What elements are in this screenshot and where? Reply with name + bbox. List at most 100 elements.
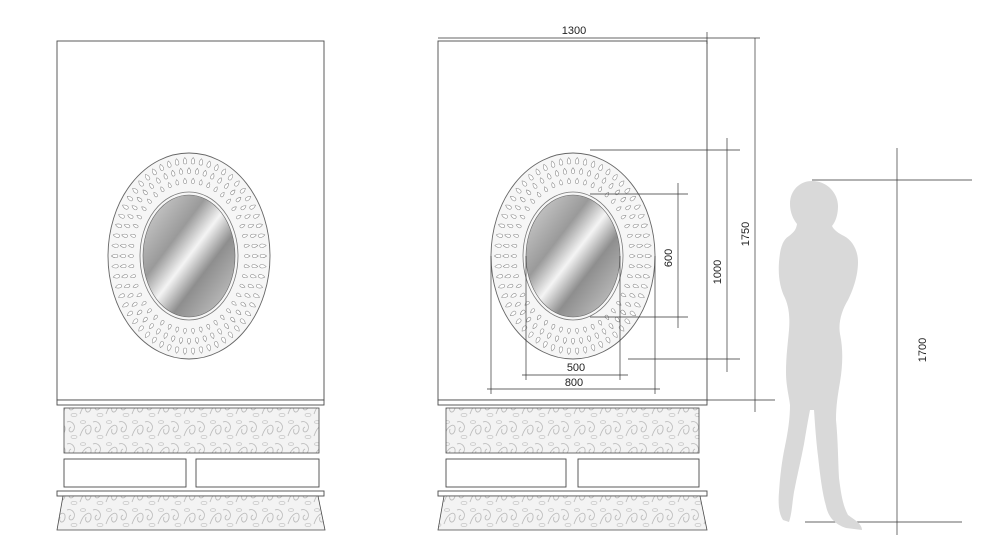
ornament-drop	[136, 215, 142, 220]
ornament-drop	[579, 167, 583, 175]
ornament-drop	[259, 264, 267, 269]
ornament-drop	[605, 168, 611, 176]
right-mirror-inner-ring	[522, 191, 624, 321]
ornament-drop	[250, 274, 257, 279]
ornament-drop	[122, 204, 129, 210]
ornament-drop	[520, 197, 526, 203]
ornament-drop	[183, 157, 188, 165]
ornament-drop	[567, 177, 571, 184]
ornament-drop	[239, 187, 246, 194]
ornament-drop	[624, 187, 631, 194]
ornament-drop	[583, 179, 587, 186]
ornament-drop	[231, 206, 237, 211]
ornament-drop	[590, 324, 595, 330]
ornament-drop	[644, 264, 652, 269]
ornament-drop	[543, 163, 548, 171]
ornament-drop	[119, 243, 127, 248]
right-base-top	[437, 399, 708, 406]
ornament-drop	[524, 206, 530, 211]
ornament-drop	[620, 292, 627, 297]
left-base-top	[56, 399, 325, 406]
dim-height-mirror-zone: 1000	[712, 260, 724, 284]
ornament-drop	[627, 274, 634, 278]
ornament-drop	[511, 264, 518, 268]
dim-height-cabinet: 1750	[740, 222, 752, 246]
ornament-drop	[632, 283, 640, 288]
ornament-drop	[247, 224, 255, 229]
right-mirror	[490, 152, 656, 360]
ornament-drop	[536, 191, 542, 198]
ornament-drop	[111, 264, 119, 269]
ornament-drop	[590, 344, 596, 352]
ornament-drop	[226, 198, 231, 204]
ornament-drop	[245, 310, 252, 316]
ornament-drop	[644, 243, 652, 248]
ornament-drop	[251, 264, 259, 269]
ornament-drop	[594, 332, 599, 339]
ornament-drop	[638, 214, 645, 219]
ornament-drop	[147, 308, 152, 314]
ornament-drop	[559, 179, 563, 186]
right-mirror-glass	[525, 194, 621, 318]
ornament-drop	[539, 177, 545, 184]
ornament-drop	[227, 331, 233, 338]
ornament-drop	[550, 160, 556, 168]
ornament-drop	[624, 224, 631, 229]
ornament-drop	[510, 254, 517, 258]
ornament-drop	[632, 224, 640, 229]
ornament-drop	[551, 324, 556, 330]
ornament-drop	[638, 293, 645, 298]
ornament-drop	[510, 293, 517, 298]
ornament-drop	[620, 215, 627, 220]
ornament-drop	[528, 331, 534, 338]
ornament-drop	[226, 308, 231, 314]
right-drawer-left	[445, 458, 567, 488]
ornament-drop	[644, 253, 653, 259]
ornament-drop	[129, 274, 136, 278]
ornament-drop	[259, 243, 267, 248]
ornament-drop	[250, 233, 257, 238]
ornament-drop	[127, 214, 134, 219]
ornament-drop	[127, 293, 134, 298]
ornament-drop	[558, 158, 564, 166]
ornament-drop	[502, 264, 510, 269]
ornament-drop	[249, 204, 256, 210]
ornament-drop	[111, 243, 119, 248]
ornament-drop	[504, 233, 511, 238]
ornament-drop	[635, 233, 642, 238]
ornament-drop	[126, 196, 133, 202]
left-mirror-glass	[142, 194, 236, 318]
ornament-drop	[245, 196, 252, 202]
left-mirror	[107, 152, 271, 360]
ornament-drop	[156, 177, 161, 184]
right-base-skirt	[437, 495, 708, 531]
ornament-drop	[167, 344, 172, 352]
ornament-drop	[136, 197, 143, 203]
ornament-drop	[112, 233, 120, 238]
ornament-drop	[526, 189, 532, 196]
ornament-drop	[258, 233, 266, 238]
ornament-drop	[175, 326, 180, 333]
ornament-drop	[206, 324, 211, 330]
ornament-drop	[567, 328, 571, 335]
ornament-drop	[149, 323, 154, 330]
ornament-drop	[634, 302, 641, 308]
ornament-drop	[167, 324, 172, 330]
ornament-drop	[159, 341, 164, 349]
ornament-drop	[138, 180, 144, 187]
ornament-drop	[629, 293, 636, 298]
ornament-drop	[198, 158, 203, 166]
ornament-drop	[608, 323, 614, 330]
ornament-drop	[141, 206, 147, 211]
dim-mirror-outer-width: 800	[565, 377, 583, 389]
ornament-drop	[191, 177, 195, 184]
ornament-drop	[495, 274, 503, 279]
ornament-drop	[187, 338, 191, 345]
ornament-drop	[555, 335, 560, 343]
ornament-drop	[183, 328, 187, 335]
ornament-drop	[131, 301, 138, 307]
ornament-drop	[636, 264, 644, 269]
ornament-drop	[601, 328, 607, 335]
ornament-drop	[571, 338, 575, 345]
